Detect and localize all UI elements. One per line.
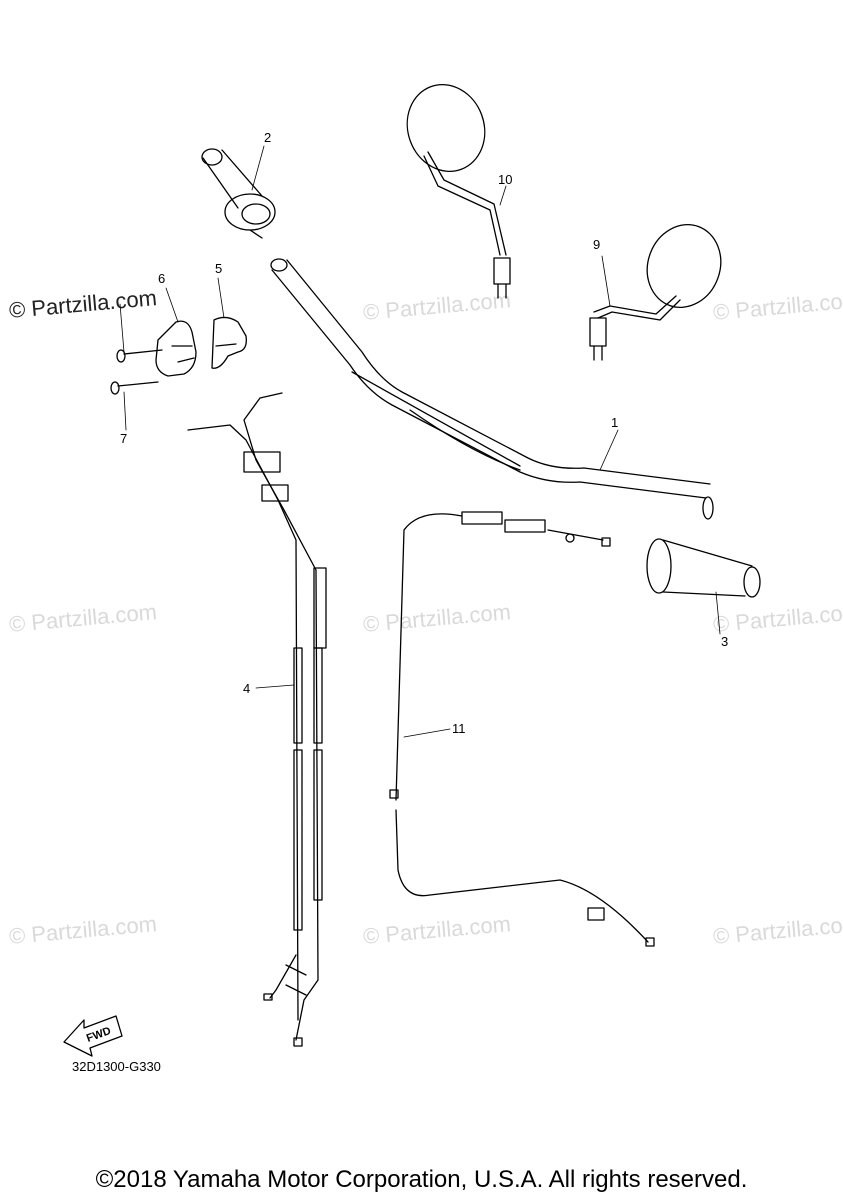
handlebar	[270, 258, 714, 520]
copyright-notice: ©2018 Yamaha Motor Corporation, U.S.A. A…	[95, 1166, 748, 1193]
callout-2: 2	[264, 130, 272, 145]
mirror-right	[406, 84, 511, 299]
left-grip	[646, 538, 761, 598]
callout-1: 1	[611, 415, 619, 430]
screw-upper	[116, 349, 163, 363]
diagram-code: 32D1300-G330	[72, 1059, 161, 1074]
callout-11: 11	[452, 721, 466, 736]
callout-4: 4	[243, 681, 251, 696]
callout-3: 3	[721, 634, 729, 649]
callout-9: 9	[593, 237, 601, 252]
mirror-left	[589, 224, 722, 361]
throttle-cables	[187, 392, 327, 1047]
switch-housing-6	[155, 320, 197, 377]
callout-5: 5	[215, 261, 223, 276]
fwd-label: FWD	[85, 1025, 113, 1045]
switch-housing-5	[211, 316, 247, 369]
fwd-arrow-icon	[63, 1015, 123, 1057]
callout-6: 6	[158, 271, 166, 286]
throttle-grip	[201, 148, 276, 239]
callout-7: 7	[120, 431, 128, 446]
callout-10: 10	[498, 172, 513, 187]
leader-lines	[119, 145, 721, 738]
clutch-cable	[389, 511, 655, 947]
screw-lower	[110, 381, 159, 395]
